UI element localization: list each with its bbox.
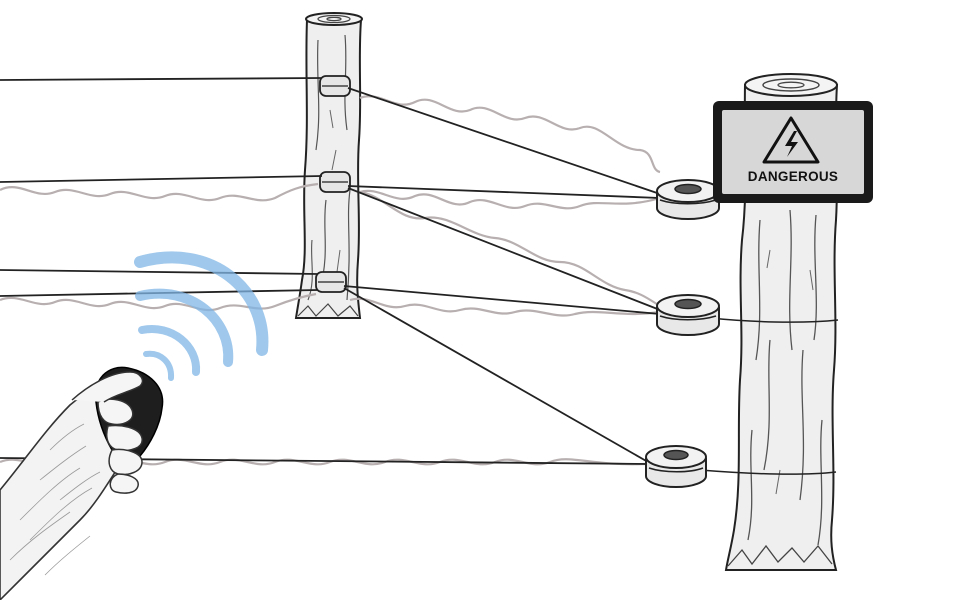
left-post-insulators [315,75,351,293]
right-fence-post [699,73,839,571]
insulator-left-middle [319,171,351,193]
wireless-signal-icon [134,251,269,381]
danger-sign: DANGEROUS [713,101,873,203]
sign-label: DANGEROUS [748,169,838,184]
ring-insulator-middle [656,294,720,336]
right-post-insulators [645,179,720,488]
high-voltage-warning-icon [762,116,820,164]
insulator-left-top [319,75,351,97]
ring-insulator-top [656,179,720,220]
ring-insulator-bottom [645,445,707,488]
insulator-left-bottom [315,271,347,293]
hand-with-remote [0,366,164,600]
